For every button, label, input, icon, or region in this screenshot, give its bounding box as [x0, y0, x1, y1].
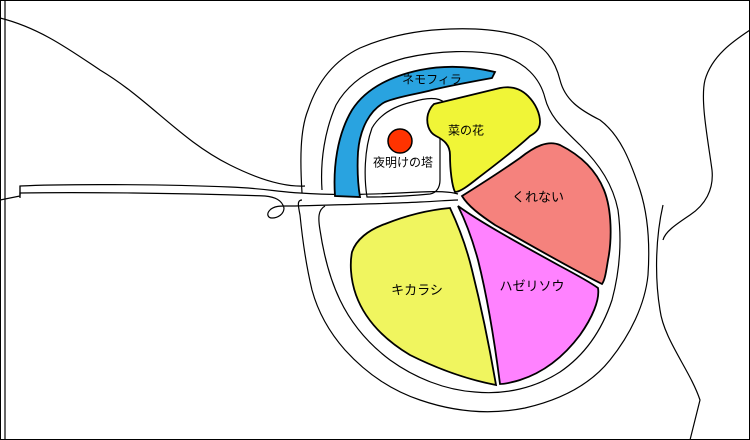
nemophila-bed: [333, 65, 497, 198]
road-boundary-upper: [0, 17, 306, 187]
path-lower-edge: [0, 192, 459, 219]
label-nemophila: ネモフィラ: [402, 73, 462, 87]
nanohana-bed: [426, 86, 541, 193]
path-upper-edge: [19, 184, 459, 196]
right-edge-curve: [662, 29, 750, 241]
label-kurenai: くれない: [512, 191, 564, 206]
label-kikarashi: キカラシ: [391, 284, 443, 299]
hazerisou-bed: [457, 205, 600, 385]
park-outer-boundary: [297, 28, 650, 413]
road-boundary-lower: [655, 204, 701, 440]
label-hazerisou: ハゼリソウ: [499, 280, 564, 295]
label-nanohana: 菜の花: [448, 123, 484, 138]
label-tower: 夜明けの塔: [373, 155, 433, 170]
tower-marker: [387, 128, 413, 154]
inner-loop-north: [318, 50, 621, 394]
kikarashi-bed: [349, 207, 498, 387]
kurenai-bed: [460, 142, 612, 286]
